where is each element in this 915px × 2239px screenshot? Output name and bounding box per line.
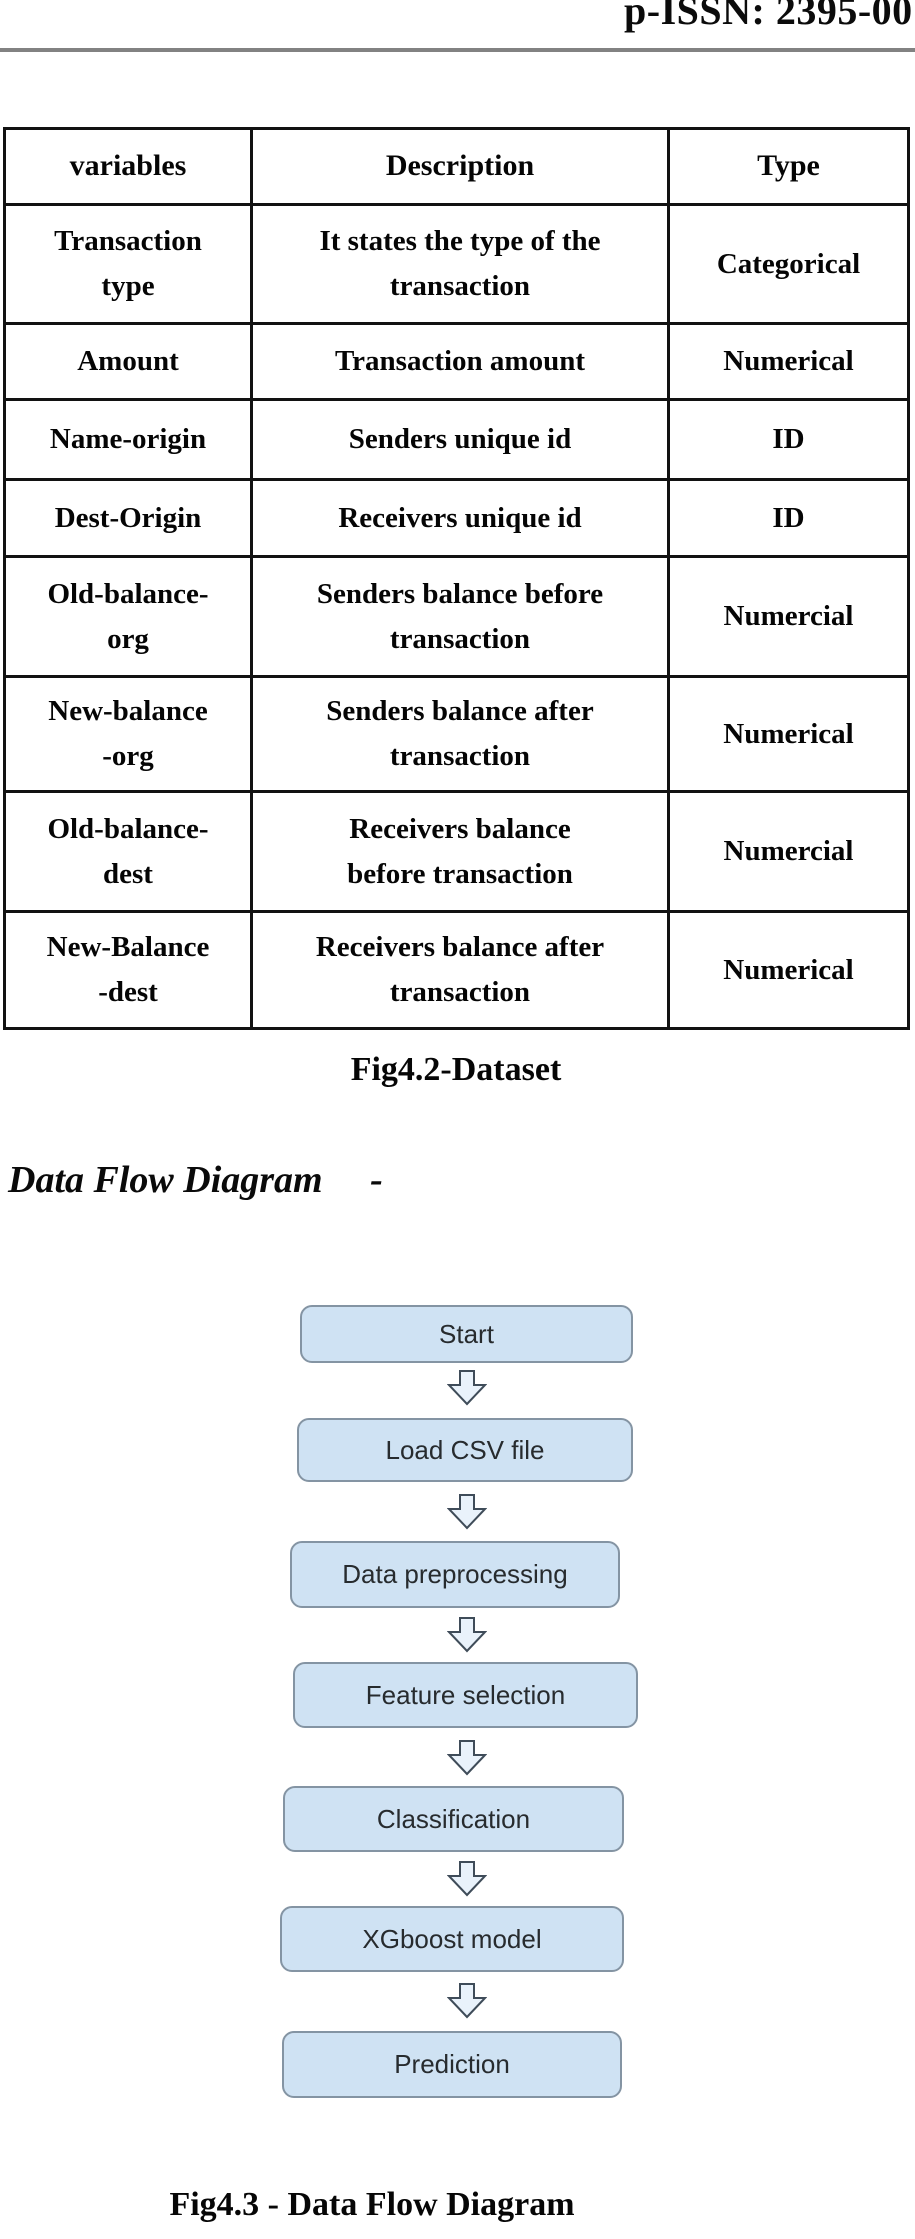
down-arrow-icon <box>447 1617 487 1653</box>
cell-variable: Old-balance- dest <box>3 790 253 913</box>
flowchart-node-classification: Classification <box>283 1786 624 1852</box>
col-header-description: Description <box>250 127 670 206</box>
cell-type: Categorical <box>667 203 910 325</box>
table-row: New-balance -org Senders balance after t… <box>3 675 910 793</box>
down-arrow-icon <box>447 1740 487 1776</box>
node-label: Classification <box>376 1803 531 1834</box>
cell-variable: New-balance -org <box>3 675 253 793</box>
flowchart-node-xgboost-model: XGboost model <box>280 1906 624 1972</box>
cell-type: ID <box>667 478 910 558</box>
data-flow-diagram-heading: Data Flow Diagram - <box>8 1159 383 1201</box>
header-divider-rule <box>0 48 915 52</box>
cell-variable: Name-origin <box>3 398 253 481</box>
table-row: Old-balance- dest Receivers balance befo… <box>3 790 910 913</box>
cell-description: It states the type of the transaction <box>250 203 670 325</box>
cell-variable: Transaction type <box>3 203 253 325</box>
cell-variable: New-Balance -dest <box>3 910 253 1030</box>
cell-variable: Amount <box>3 322 253 401</box>
down-arrow-icon <box>447 1983 487 2019</box>
cell-variable: Dest-Origin <box>3 478 253 558</box>
journal-issn-header: p-ISSN: 2395-00 <box>624 0 913 33</box>
table-row: Dest-Origin Receivers unique id ID <box>3 478 910 558</box>
table-row: Transaction type It states the type of t… <box>3 203 910 325</box>
col-header-type: Type <box>667 127 910 206</box>
cell-description: Senders balance before transaction <box>250 555 670 678</box>
cell-description: Senders unique id <box>250 398 670 481</box>
table-header-row: variables Description Type <box>3 127 910 206</box>
cell-type: Numerical <box>667 322 910 401</box>
cell-type: ID <box>667 398 910 481</box>
cell-variable: Old-balance- org <box>3 555 253 678</box>
figure-4-2-caption: Fig4.2-Dataset <box>350 1051 562 1088</box>
flowchart-node-feature-selection: Feature selection <box>293 1662 638 1728</box>
cell-description: Senders balance after transaction <box>250 675 670 793</box>
table-row: New-Balance -dest Receivers balance afte… <box>3 910 910 1030</box>
col-header-variables: variables <box>3 127 253 206</box>
down-arrow-icon <box>447 1494 487 1530</box>
down-arrow-icon <box>447 1861 487 1897</box>
node-label: Data preprocessing <box>342 1559 568 1589</box>
cell-type: Numerical <box>667 910 910 1030</box>
cell-type: Numerical <box>667 675 910 793</box>
node-label: Start <box>439 1318 494 1349</box>
cell-description: Transaction amount <box>250 322 670 401</box>
cell-description: Receivers balance after transaction <box>250 910 670 1030</box>
cell-type: Numercial <box>667 790 910 913</box>
node-label: XGboost model <box>362 1923 542 1954</box>
cell-description: Receivers unique id <box>250 478 670 558</box>
flowchart-node-data-preprocessing: Data preprocessing <box>290 1541 620 1608</box>
dataset-table: variables Description Type Transaction t… <box>3 127 910 1030</box>
node-label: Prediction <box>394 2049 510 2079</box>
flowchart-node-load-csv: Load CSV file <box>297 1418 633 1482</box>
figure-4-3-caption: Fig4.3 - Data Flow Diagram <box>169 2186 575 2223</box>
flowchart-node-start: Start <box>300 1305 633 1363</box>
table-row: Old-balance- org Senders balance before … <box>3 555 910 678</box>
cell-description: Receivers balance before transaction <box>250 790 670 913</box>
flowchart-node-prediction: Prediction <box>282 2031 622 2098</box>
node-label: Load CSV file <box>385 1434 545 1465</box>
table-row: Amount Transaction amount Numerical <box>3 322 910 401</box>
table-row: Name-origin Senders unique id ID <box>3 398 910 481</box>
cell-type: Numercial <box>667 555 910 678</box>
node-label: Feature selection <box>365 1679 566 1710</box>
down-arrow-icon <box>447 1370 487 1406</box>
